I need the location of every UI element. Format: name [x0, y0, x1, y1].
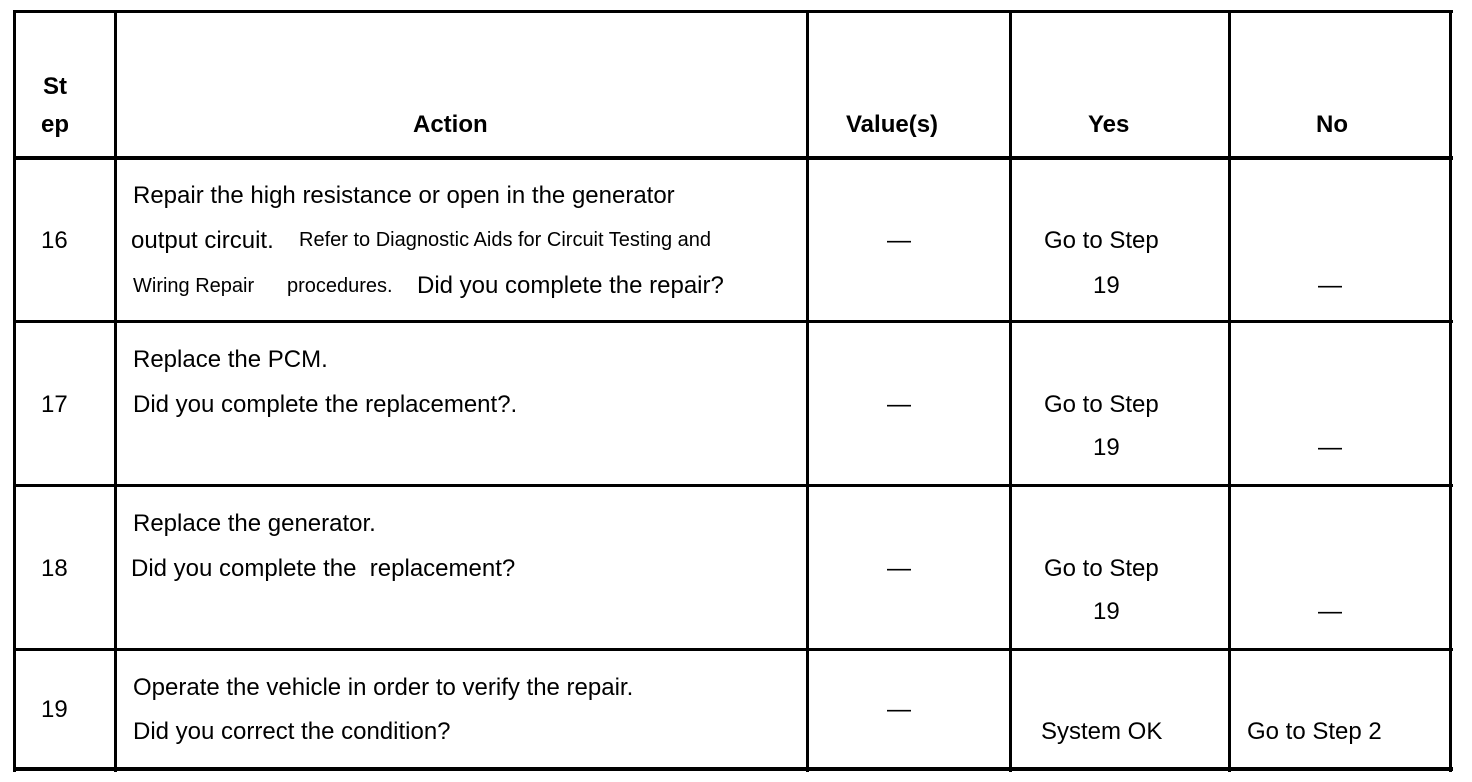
table-top-border	[13, 10, 1453, 13]
step-number: 17	[41, 391, 68, 418]
step-number: 19	[41, 696, 68, 723]
action-text: Did you complete the replacement?.	[133, 391, 518, 418]
action-text-reference: procedures.	[287, 275, 393, 297]
yes-cell: 19	[1093, 598, 1120, 625]
value-cell: —	[887, 696, 911, 723]
action-text: Repair the high resistance or open in th…	[133, 182, 675, 209]
action-text-reference: Wiring Repair	[133, 275, 255, 297]
header-action: Action	[413, 111, 488, 138]
yes-cell: Go to Step	[1044, 227, 1159, 254]
no-cell: —	[1318, 272, 1342, 299]
table-right-border	[1449, 10, 1452, 772]
value-cell: —	[887, 391, 911, 418]
value-cell: —	[887, 555, 911, 582]
no-cell: Go to Step 2	[1247, 718, 1382, 745]
step-number: 16	[41, 227, 68, 254]
step-number: 18	[41, 555, 68, 582]
action-text: output circuit.	[131, 227, 274, 254]
no-cell: —	[1318, 598, 1342, 625]
action-text: Did you correct the condition?	[133, 718, 451, 745]
table-left-border	[13, 10, 16, 772]
yes-cell: 19	[1093, 272, 1120, 299]
row-16-bottom-border	[13, 320, 1453, 323]
header-bottom-border	[13, 156, 1453, 160]
column-divider-step-action	[114, 10, 117, 772]
action-text: Replace the PCM.	[133, 346, 328, 373]
action-text: Did you complete the repair?	[417, 272, 724, 299]
row-18-bottom-border	[13, 648, 1453, 651]
header-yes: Yes	[1088, 111, 1130, 138]
header-no: No	[1316, 111, 1348, 138]
action-text: Did you complete the replacement?	[131, 555, 516, 582]
column-divider-yes-no	[1228, 10, 1231, 772]
action-text: Replace the generator.	[133, 510, 376, 537]
header-step-line1: St	[43, 73, 67, 100]
no-cell: —	[1318, 434, 1342, 461]
header-step-line2: ep	[41, 111, 70, 138]
row-17-bottom-border	[13, 484, 1453, 487]
action-text-reference: Refer to Diagnostic Aids for Circuit Tes…	[299, 229, 712, 251]
column-divider-values-yes	[1009, 10, 1012, 772]
yes-cell: 19	[1093, 434, 1120, 461]
column-divider-action-values	[806, 10, 809, 772]
action-text: Operate the vehicle in order to verify t…	[133, 674, 634, 701]
header-values: Value(s)	[846, 111, 939, 138]
yes-cell: System OK	[1041, 718, 1163, 745]
value-cell: —	[887, 227, 911, 254]
yes-cell: Go to Step	[1044, 555, 1159, 582]
table-bottom-border	[13, 767, 1453, 771]
yes-cell: Go to Step	[1044, 391, 1159, 418]
